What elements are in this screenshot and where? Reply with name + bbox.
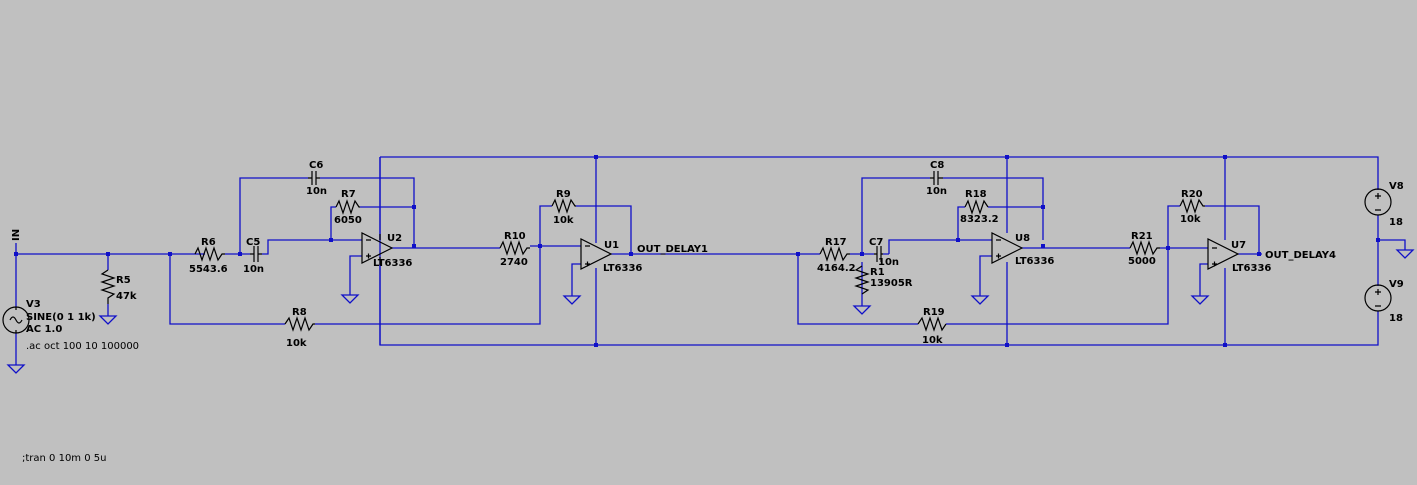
opamp-u7 [1207,238,1240,270]
source-v9 [1364,284,1392,312]
c8-ref: C8 [930,160,944,171]
r10-value: 2740 [500,257,528,268]
resistor-r17 [819,246,850,262]
v3-ref: V3 [26,299,41,310]
c7-value: 10n [878,257,899,268]
c8-value: 10n [926,186,947,197]
r19-ref: R19 [923,307,945,318]
tran-directive: ;tran 0 10m 0 5u [22,453,106,464]
r7-ref: R7 [341,189,356,200]
r8-value: 10k [286,338,307,349]
r17-value: 4164.2 [817,263,856,274]
r6-value: 5543.6 [189,264,228,275]
opamp-u2 [361,232,394,265]
source-v8 [1364,188,1392,216]
v8-value: 18 [1389,217,1403,228]
resistor-r5 [100,269,116,304]
opamp-symbols [361,232,1240,270]
v9-ref: V9 [1389,279,1404,290]
labels: IN OUT_DELAY1 OUT_DELAY4 V3 SINE(0 1 1k)… [11,160,1404,464]
r18-ref: R18 [965,189,987,200]
v9-value: 18 [1389,313,1403,324]
resistor-r20 [1179,198,1205,214]
ground-symbols [6,249,1415,374]
r21-ref: R21 [1131,231,1153,242]
r21-value: 5000 [1128,256,1156,267]
v8-ref: V8 [1389,181,1404,192]
resistor-r10 [499,240,530,256]
u1-ref: U1 [604,240,619,251]
u7-ref: U7 [1231,240,1246,251]
ground-icon [98,315,118,325]
capacitor-c5 [250,246,262,262]
ac-directive: .ac oct 100 10 100000 [26,341,139,352]
resistor-r8 [284,316,315,332]
source-v3 [2,306,30,334]
capacitor-symbols [250,171,943,262]
source-symbols [2,188,1392,334]
ground-icon [1190,295,1210,305]
wires [15,156,1406,365]
r1-ref: R1 [870,267,885,278]
r7-value: 6050 [334,215,362,226]
r19-value: 10k [922,335,943,346]
r9-ref: R9 [556,189,571,200]
resistor-r1 [854,265,870,295]
r10-ref: R10 [504,231,526,242]
resistor-r19 [917,316,947,332]
r1-value: 13905R [870,278,913,289]
r5-value: 47k [116,291,137,302]
ground-icon [6,364,26,374]
u2-model: LT6336 [373,258,412,269]
ground-icon [1395,249,1415,259]
resistor-r18 [964,199,989,215]
capacitor-c6 [308,171,320,185]
resistor-r7 [335,199,360,215]
resistor-r21 [1129,240,1160,256]
c5-value: 10n [243,264,264,275]
r18-value: 8323.2 [960,214,999,225]
v3-value: SINE(0 1 1k) [26,312,96,323]
resistor-symbols [100,198,1205,332]
c5-ref: C5 [246,237,260,248]
ground-icon [562,295,582,305]
r6-ref: R6 [201,237,216,248]
r17-ref: R17 [825,237,847,248]
u2-ref: U2 [387,233,402,244]
u8-ref: U8 [1015,233,1030,244]
opamp-u8 [991,232,1024,264]
c6-ref: C6 [309,160,323,171]
c7-ref: C7 [869,237,883,248]
ground-icon [340,294,360,304]
c6-value: 10n [306,186,327,197]
ground-icon [970,295,990,305]
capacitor-c8 [930,171,943,185]
net-label-in: IN [11,229,22,241]
r8-ref: R8 [292,307,307,318]
r20-ref: R20 [1181,189,1203,200]
u8-model: LT6336 [1015,256,1054,267]
capacitor-c7 [874,246,883,262]
net-label-out-delay1: OUT_DELAY1 [637,244,708,255]
v3-ac: AC 1.0 [26,324,62,335]
u7-model: LT6336 [1232,263,1271,274]
resistor-r9 [551,198,576,214]
junction-dots [14,155,1380,347]
resistor-r6 [194,246,225,262]
ground-icon [852,305,872,315]
u1-model: LT6336 [603,263,642,274]
r20-value: 10k [1180,214,1201,225]
r5-ref: R5 [116,275,131,286]
net-label-out-delay4: OUT_DELAY4 [1265,250,1336,261]
opamp-u1 [580,238,613,270]
r9-value: 10k [553,215,574,226]
